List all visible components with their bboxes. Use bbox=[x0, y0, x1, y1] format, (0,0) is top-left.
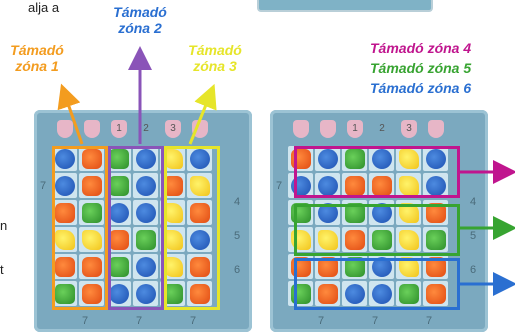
arrow-zone-3 bbox=[190, 95, 210, 144]
arrow-zone-1 bbox=[65, 95, 82, 144]
